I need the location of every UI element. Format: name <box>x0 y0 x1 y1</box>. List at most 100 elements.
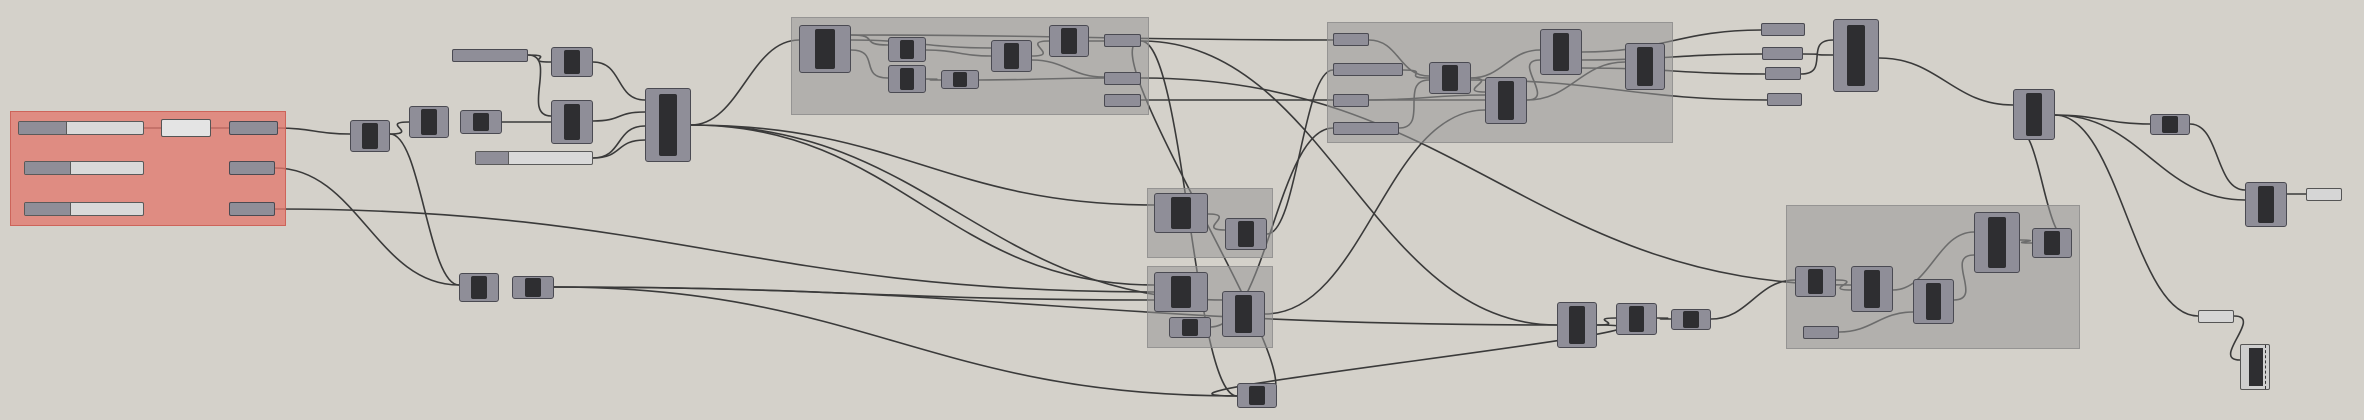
component-icon <box>1498 81 1514 120</box>
wire <box>2189 123 2246 191</box>
component-node-c6[interactable] <box>1049 25 1089 57</box>
component-icon <box>1925 283 1942 320</box>
component-node-d5[interactable] <box>1429 62 1471 94</box>
parameter-node-e1[interactable] <box>1761 23 1805 36</box>
component-icon <box>1170 275 1192 309</box>
slider-knob[interactable] <box>25 203 71 215</box>
wire <box>1802 53 1834 56</box>
parameter-node-d3[interactable] <box>1333 94 1369 107</box>
output-panel-2[interactable] <box>2198 310 2234 323</box>
wire <box>592 111 646 122</box>
component-icon <box>525 278 541 297</box>
component-node-e6[interactable] <box>2013 89 2055 140</box>
parameter-node-d4[interactable] <box>1333 122 1399 135</box>
parameter-node-c8[interactable] <box>1104 72 1141 85</box>
component-node-g1[interactable] <box>1557 302 1597 348</box>
wire <box>2054 114 2246 201</box>
wire <box>2229 315 2245 361</box>
parameter-node-d2[interactable] <box>1333 63 1403 76</box>
value-panel-1[interactable] <box>161 119 211 137</box>
output-preview-icon[interactable] <box>2240 344 2270 390</box>
component-node-c2[interactable] <box>888 37 926 62</box>
component-node-c3[interactable] <box>888 65 926 93</box>
component-node-e7[interactable] <box>2150 114 2190 135</box>
component-icon <box>1569 306 1585 344</box>
component-node-g3[interactable] <box>1671 309 1711 330</box>
number-slider-3[interactable] <box>24 202 144 216</box>
parameter-node-1[interactable] <box>229 121 278 135</box>
wire <box>1878 57 2014 106</box>
parameter-node-g9[interactable] <box>1803 326 1839 339</box>
wire <box>690 39 800 126</box>
component-node-e5[interactable] <box>1833 19 1879 92</box>
component-node-a3[interactable] <box>460 110 502 134</box>
wire <box>2054 114 2199 317</box>
wire <box>690 124 1155 286</box>
component-node-b1[interactable] <box>459 273 499 302</box>
number-slider-4[interactable] <box>475 151 593 165</box>
component-node-d8[interactable] <box>1625 43 1665 90</box>
wire <box>592 125 646 159</box>
wire <box>592 61 646 101</box>
component-node-b2[interactable] <box>512 276 554 299</box>
wire <box>1140 40 1558 326</box>
slider-knob[interactable] <box>476 152 510 164</box>
component-node-a4[interactable] <box>551 47 593 77</box>
component-node-e8[interactable] <box>2245 182 2287 227</box>
component-icon <box>2026 93 2042 136</box>
component-node-g4[interactable] <box>1795 266 1836 297</box>
wire <box>690 124 1155 206</box>
component-node-g8[interactable] <box>2032 228 2072 258</box>
output-panel[interactable] <box>2306 188 2342 201</box>
component-icon <box>952 72 968 87</box>
wire <box>592 139 646 159</box>
main-component-node[interactable] <box>645 88 691 162</box>
component-node-c1[interactable] <box>799 25 851 73</box>
component-node-c5[interactable] <box>991 40 1032 72</box>
parameter-node-c7[interactable] <box>1104 34 1141 47</box>
component-node-a1[interactable] <box>350 120 390 152</box>
component-node-d7[interactable] <box>1540 29 1582 75</box>
number-slider-2[interactable] <box>24 161 144 175</box>
component-node-f3[interactable] <box>1154 272 1208 312</box>
component-icon <box>1238 221 1254 247</box>
wire <box>389 133 460 286</box>
component-node-f5[interactable] <box>1222 291 1265 337</box>
component-node-f1[interactable] <box>1154 193 1208 233</box>
wire <box>274 208 1155 293</box>
component-node-g7[interactable] <box>1974 212 2020 273</box>
component-icon <box>1628 306 1645 332</box>
component-node-f6[interactable] <box>1237 383 1277 408</box>
parameter-node-d1[interactable] <box>1333 33 1369 46</box>
wire <box>553 286 1238 397</box>
component-icon <box>1807 269 1824 294</box>
slider-knob[interactable] <box>25 162 71 174</box>
wire <box>690 124 1226 301</box>
component-icon <box>1061 28 1077 54</box>
parameter-node-e4[interactable] <box>1767 93 1802 106</box>
component-node-g2[interactable] <box>1616 303 1657 335</box>
wire <box>1140 77 1852 286</box>
parameter-node-e3[interactable] <box>1765 67 1801 80</box>
component-icon <box>473 112 489 132</box>
component-node-d6[interactable] <box>1485 77 1527 124</box>
component-node-f2[interactable] <box>1225 218 1267 250</box>
component-node-c4[interactable] <box>941 70 979 89</box>
parameter-node-c9[interactable] <box>1104 94 1141 107</box>
parameter-node-top[interactable] <box>452 49 528 62</box>
number-slider-1[interactable] <box>18 121 144 135</box>
parameter-node-3[interactable] <box>229 202 275 216</box>
parameter-node-e2[interactable] <box>1762 47 1803 60</box>
component-node-a2[interactable] <box>409 106 449 138</box>
component-node-g6[interactable] <box>1913 279 1954 324</box>
wire <box>527 54 552 117</box>
component-node-f4[interactable] <box>1169 317 1211 338</box>
parameter-node-2[interactable] <box>229 161 275 175</box>
component-icon <box>899 67 915 91</box>
wire <box>1596 317 1617 326</box>
slider-knob[interactable] <box>19 122 68 134</box>
component-node-g5[interactable] <box>1851 266 1893 312</box>
component-icon <box>564 103 580 141</box>
component-node-a5[interactable] <box>551 100 593 144</box>
